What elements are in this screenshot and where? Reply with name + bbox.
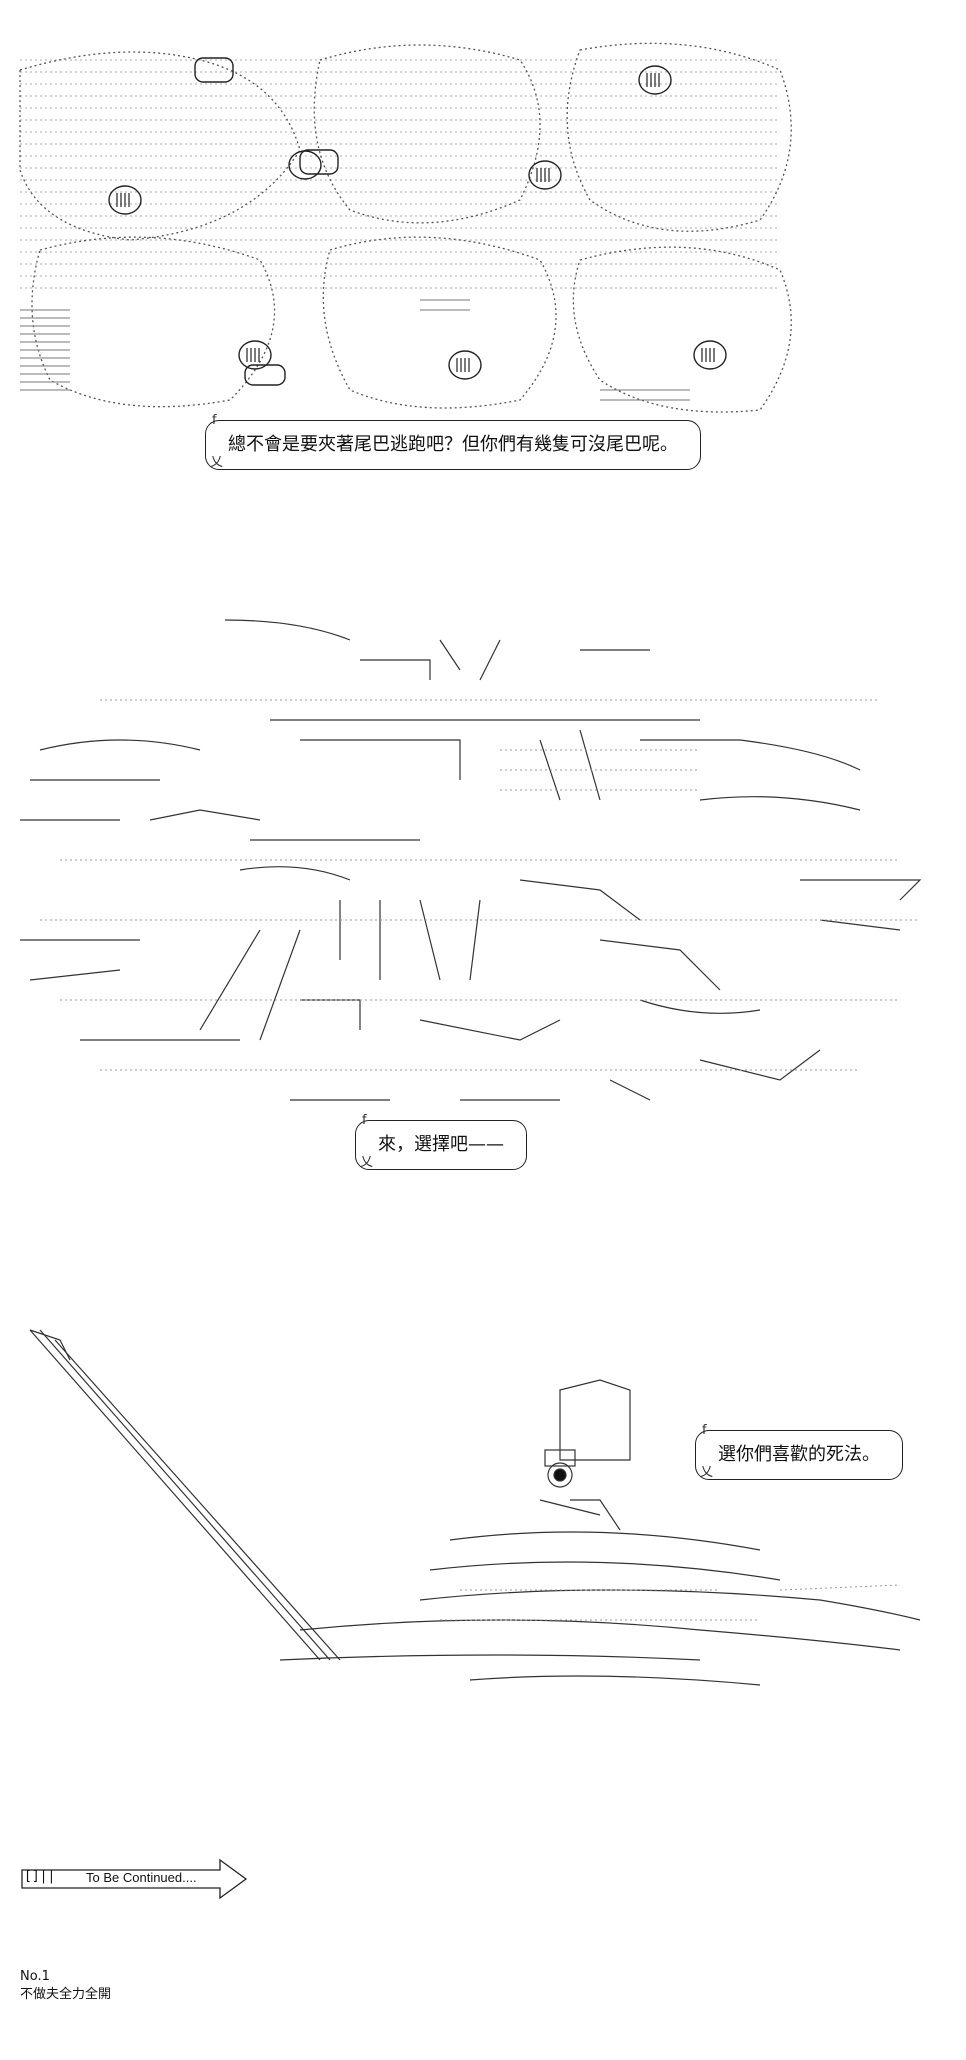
arrow-outline-icon [21,1858,248,1900]
to-be-continued-label: To Be Continued.... [86,1870,197,1885]
panel-2-ascii-art [20,619,922,1101]
speech-bubble-1: f 總不會是要夾著尾巴逃跑吧？但你們有幾隻可沒尾巴呢。 乂 [205,413,701,470]
speech-text-3: 選你們喜歡的死法。 [718,1444,880,1465]
panel-1-ascii-art [19,42,792,413]
panel-3-ascii-art [29,1329,921,1686]
speech-bubble-3: f 選你們喜歡的死法。 乂 [695,1423,903,1480]
bubble-tail-icon: 乂 [700,1465,714,1480]
speech-text-1: 總不會是要夾著尾巴逃跑吧？但你們有幾隻可沒尾巴呢。 [228,434,678,455]
chapter-number: No.1 [20,1969,50,1984]
chapter-title: 不做夫全力全開 [20,1987,112,2002]
panel-1: f 總不會是要夾著尾巴逃跑吧？但你們有幾隻可沒尾巴呢。 乂 [0,0,966,470]
arrow-glyph: []|| [24,1869,56,1884]
to-be-continued-arrow: []|| To Be Continued.... [20,1858,250,1900]
bubble-tail-icon: 乂 [210,455,224,470]
panel-3: f 選你們喜歡的死法。 乂 [0,1300,966,1720]
speech-text-2: 來，選擇吧—— [378,1134,504,1155]
bubble-tail-icon: 乂 [360,1155,374,1170]
footer: No.1 不做夫全力全開 [20,1968,111,2004]
bubble-tick-icon: f [362,1113,367,1128]
panel-2: f 來，選擇吧—— 乂 [0,600,966,1170]
speech-bubble-2: f 來，選擇吧—— 乂 [355,1113,527,1170]
bubble-tick-icon: f [212,413,217,428]
bubble-tick-icon: f [702,1423,707,1438]
